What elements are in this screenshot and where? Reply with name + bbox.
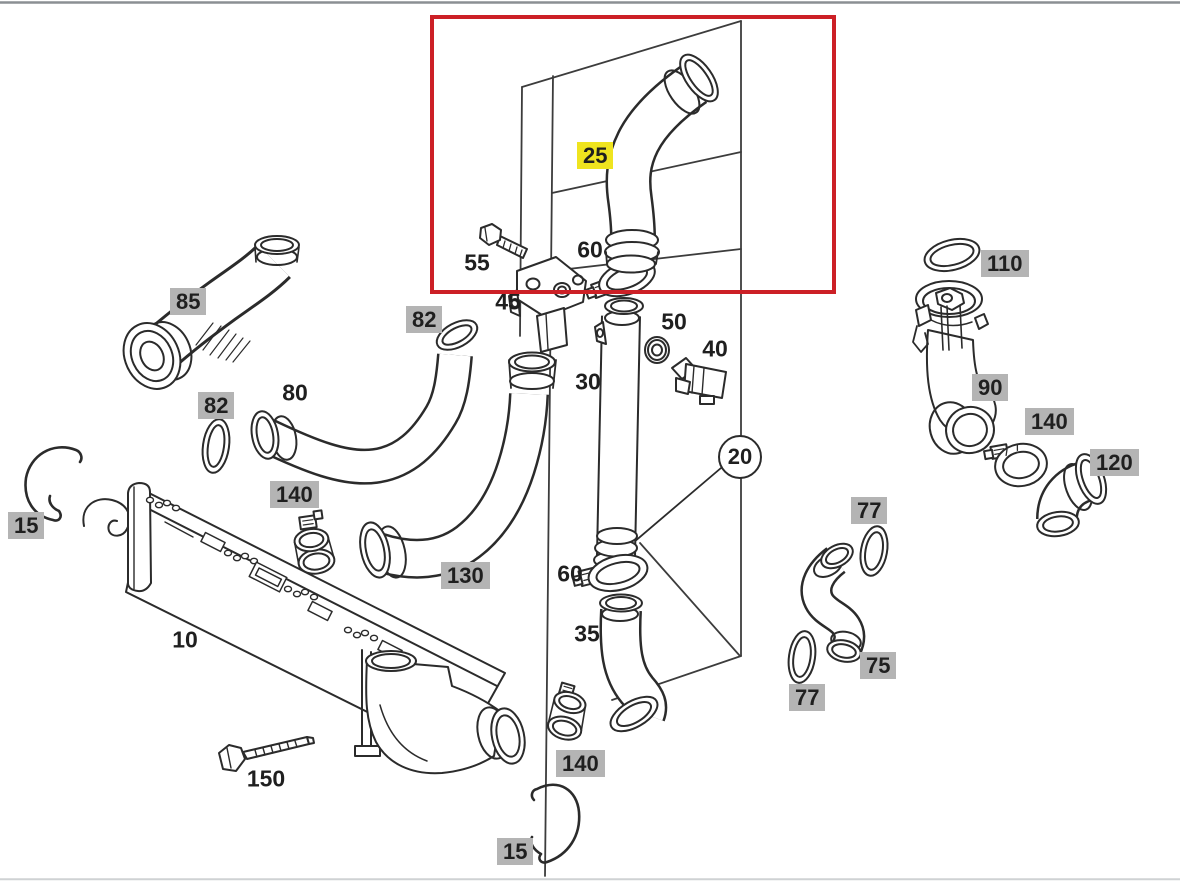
hose-25-drawing: [604, 53, 719, 274]
o-ring-110-drawing: [923, 237, 981, 273]
o-ring-77-upper-drawing: [859, 525, 889, 577]
clip-15-bottom-drawing: [529, 783, 581, 864]
clamp-140-bottom-drawing: [546, 681, 587, 741]
clamp-60-middle-drawing: [571, 553, 649, 593]
part-90-drawing: [912, 280, 997, 455]
hose-85-drawing: [122, 235, 300, 390]
bracket-45-drawing: [508, 256, 587, 353]
intercooler-drawing: [82, 482, 526, 775]
sensor-40-drawing: [671, 357, 727, 405]
ring-50-drawing: [644, 336, 670, 364]
clamp-140-left-drawing: [293, 509, 336, 575]
panel-drawing: [519, 20, 742, 877]
hose-130-drawing: [359, 351, 557, 579]
bolt-55-drawing: [479, 223, 528, 259]
hose-75-drawing: [800, 542, 866, 663]
hose-80-drawing: [250, 353, 473, 485]
o-ring-77-lower-drawing: [787, 630, 817, 684]
bolt-150-drawing: [218, 736, 315, 772]
clamp-140-right-drawing: [983, 442, 1048, 488]
pipe-30-drawing: [593, 297, 644, 570]
o-ring-82-right-drawing: [435, 319, 479, 351]
hose-35-drawing: [599, 593, 668, 733]
hose-120-drawing: [1036, 453, 1108, 538]
o-ring-82-left-drawing: [201, 418, 231, 474]
clip-15-left-drawing: [24, 446, 83, 522]
